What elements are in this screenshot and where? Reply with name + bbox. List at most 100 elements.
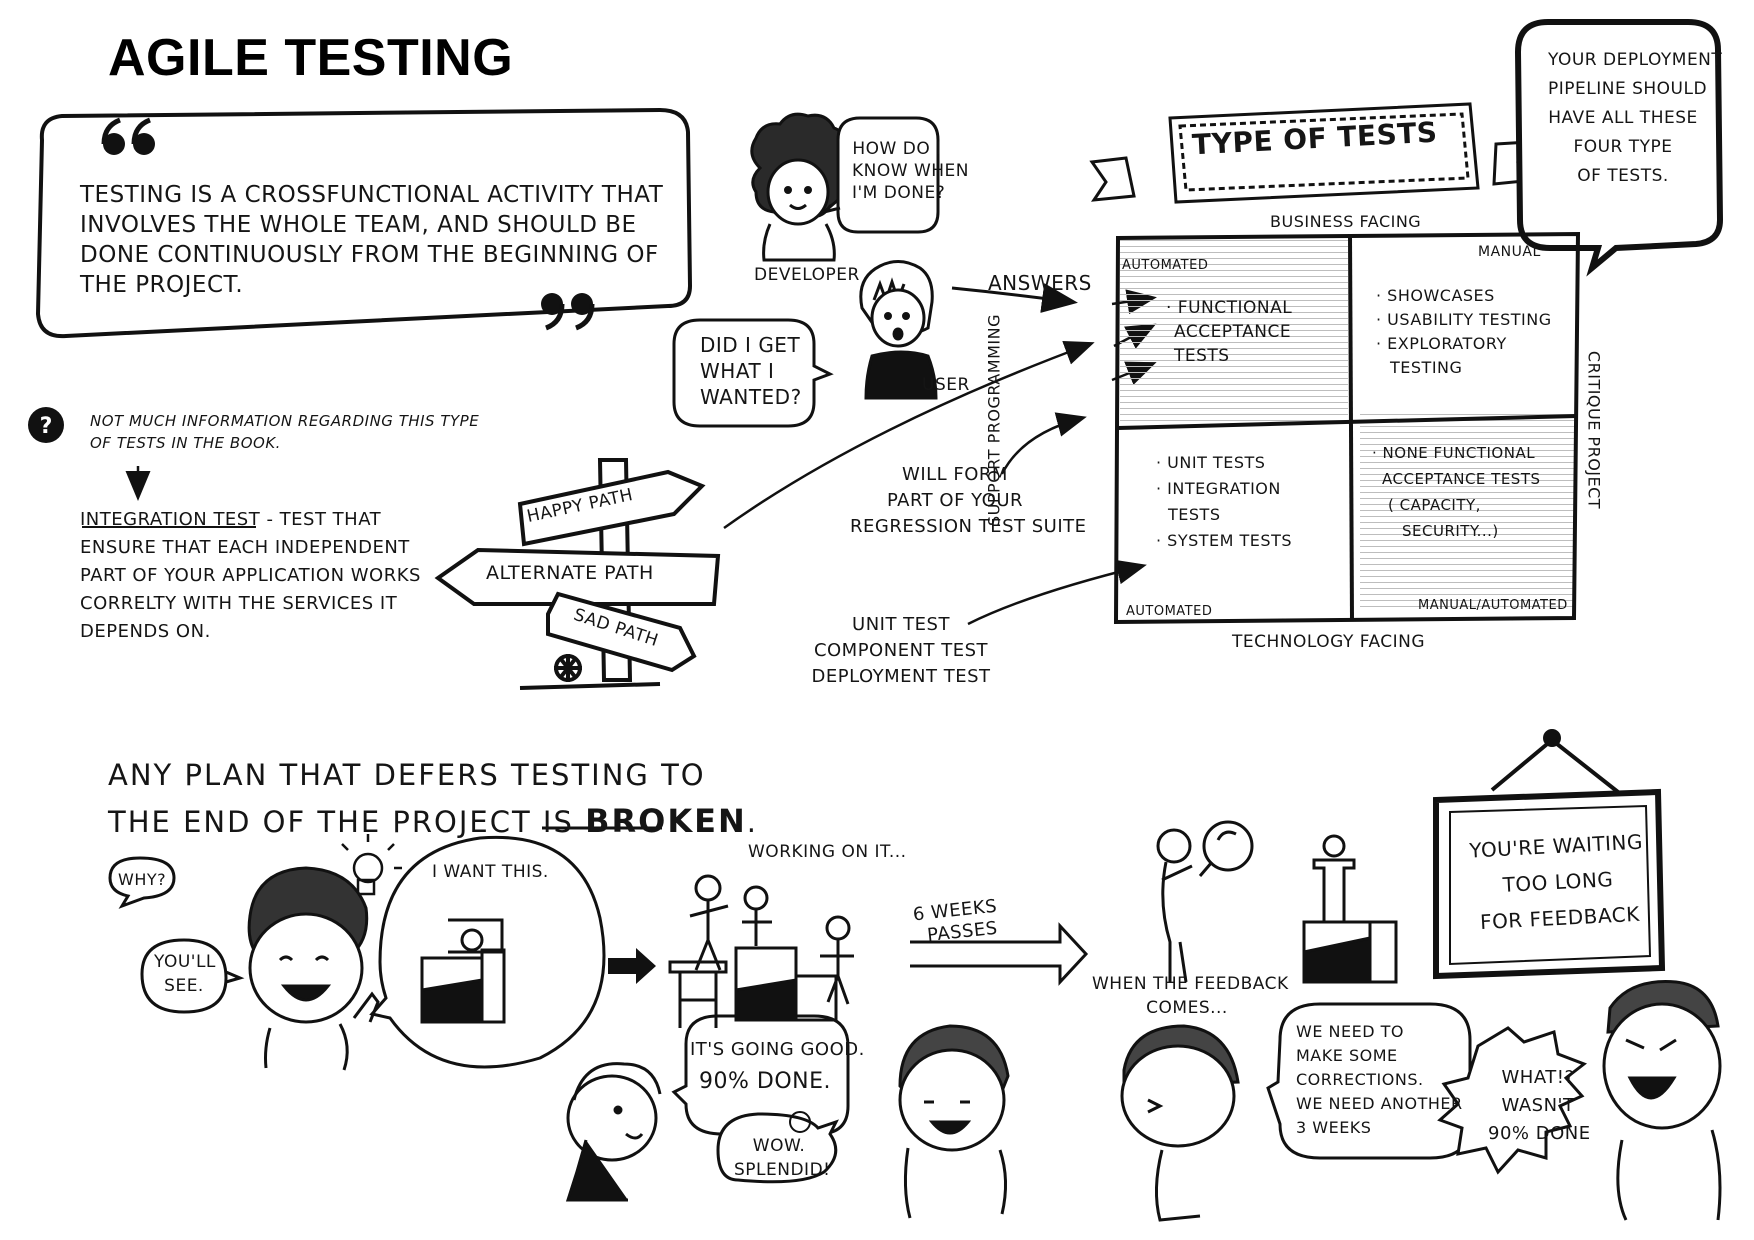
character-presenter: [247, 866, 380, 1071]
youll-see-text: YOU'LL SEE.: [154, 950, 216, 998]
feedback-comes-text: WHEN THE FEEDBACK COMES...: [1092, 972, 1289, 1020]
going-good-bubble: [671, 1014, 850, 1136]
weeks-arrow: [910, 922, 1089, 986]
q1-tag: AUTOMATED: [1122, 258, 1209, 273]
quote-line: THE PROJECT.: [80, 272, 244, 298]
regression-arrow-2: [1000, 412, 1087, 475]
bubble-line: HOW DO I: [852, 139, 942, 159]
q3-items: · UNIT TESTS · INTEGRATION TESTS · SYSTE…: [1156, 450, 1292, 554]
what-text: WHAT!? WASN'T 90% DONE: [1488, 1064, 1591, 1148]
broken-word: BROKEN: [585, 802, 747, 840]
integration-term: INTEGRATION TEST: [80, 509, 261, 530]
flower-icon: [789, 1111, 812, 1133]
note-text: NOT MUCH INFORMATION REGARDING THIS TYPE…: [90, 410, 479, 454]
axis-left: SUPPORT PROGRAMMING: [984, 314, 1004, 526]
magnifier-icon: [1216, 830, 1237, 841]
splendid-line: WOW.: [752, 1136, 806, 1156]
svg-text:?: ?: [40, 414, 53, 439]
regression-arrow: [723, 340, 1095, 530]
why-text: WHY?: [118, 870, 167, 889]
quadrant-chart: [1113, 231, 1581, 625]
bubble-line: WANTED?: [700, 385, 802, 409]
corrections-line: CORRECTIONS.: [1296, 1070, 1424, 1089]
axis-top: BUSINESS FACING: [1270, 212, 1422, 231]
working-text: WORKING ON IT...: [748, 842, 907, 862]
youll-see-line: SEE.: [164, 976, 204, 996]
q2-item: TESTING: [1390, 358, 1463, 377]
note-line: OF TESTS IN THE BOOK.: [90, 434, 281, 452]
integration-line: CORRELTY WITH THE SERVICES IT: [80, 593, 398, 614]
going-good-line: 90% DONE.: [699, 1069, 831, 1094]
splendid-line: SPLENDID!: [734, 1160, 831, 1180]
q3-item: TESTS: [1168, 505, 1221, 524]
quote-line: DONE CONTINUOUSLY FROM THE BEGINNING OF: [80, 242, 659, 268]
feedback-comes-line: WHEN THE FEEDBACK: [1092, 974, 1289, 994]
character-developer-happy: [898, 1024, 1010, 1219]
user-bubble: [672, 318, 834, 428]
want-this-text: I WANT THIS.: [432, 862, 549, 882]
q1-items: · FUNCTIONAL ACCEPTANCE TESTS: [1166, 296, 1292, 368]
what-bubble: [1437, 1026, 1588, 1175]
corrections-line: MAKE SOME: [1296, 1046, 1398, 1065]
q2-tag: MANUAL: [1478, 244, 1541, 260]
note-line: NOT MUCH INFORMATION REGARDING THIS TYPE: [90, 412, 480, 430]
corrections-line: WE NEED ANOTHER: [1296, 1094, 1463, 1113]
quote-open-icon: [101, 117, 155, 155]
unit-line: DEPLOYMENT TEST: [811, 666, 991, 687]
integration-first: - TEST THAT: [260, 509, 382, 530]
q4-item: · NONE FUNCTIONAL: [1372, 444, 1536, 462]
q4-item: ACCEPTANCE TESTS: [1382, 470, 1541, 488]
developer-bubble-text: HOW DO I KNOW WHEN I'M DONE?: [852, 138, 970, 204]
character-manager: [565, 1062, 662, 1202]
corrections-line: 3 WEEKS: [1296, 1118, 1372, 1137]
feedback-comes-line: COMES...: [1146, 998, 1228, 1018]
sign-alternate: ALTERNATE PATH: [486, 562, 654, 584]
youll-see-bubble: [140, 938, 245, 1014]
axis-right: CRITIQUE PROJECT: [1584, 350, 1604, 510]
character-reviewer: [1120, 1024, 1240, 1222]
character-angry: [1602, 980, 1722, 1221]
going-good-text: IT'S GOING GOOD. 90% DONE.: [690, 1034, 865, 1098]
going-good-line: IT'S GOING GOOD.: [690, 1039, 865, 1060]
q2-item: · EXPLORATORY: [1376, 334, 1507, 353]
weeks-text: 6 WEEKS PASSES: [912, 896, 1001, 949]
quote-line: TESTING IS A CROSSFUNCTIONAL ACTIVITY TH…: [80, 182, 664, 208]
developer-label: DEVELOPER: [754, 265, 860, 285]
plan-line-2-prefix: THE END OF THE PROJECT IS: [108, 805, 586, 839]
q2-items: · SHOWCASES · USABILITY TESTING · EXPLOR…: [1376, 284, 1552, 380]
unit-line: COMPONENT TEST: [813, 640, 989, 661]
regression-line: PART OF YOUR: [886, 490, 1024, 511]
why-bubble: [108, 856, 176, 909]
answers-label: ANSWERS: [988, 271, 1092, 295]
splendid-bubble: [716, 1112, 839, 1184]
frame-text: YOU'RE WAITING TOO LONG FOR FEEDBACK: [1465, 823, 1650, 940]
q3-item: · UNIT TESTS: [1156, 453, 1266, 472]
what-line: 90% DONE: [1488, 1123, 1591, 1144]
answers-arrow: [951, 283, 1078, 313]
deployment-bubble: [1514, 19, 1724, 277]
deployment-line: FOUR TYPE: [1573, 137, 1673, 157]
light-bulb-icon: [341, 834, 402, 896]
bubble-line: I'M DONE?: [852, 183, 946, 203]
q2-item: · SHOWCASES: [1376, 286, 1495, 305]
developer-bubble: [823, 116, 940, 234]
bubble-line: KNOW WHEN: [852, 161, 970, 181]
integration-definition: INTEGRATION TEST - TEST THAT ENSURE THAT…: [80, 506, 421, 646]
product-machine: [420, 918, 506, 1024]
corrections-line: WE NEED TO: [1296, 1022, 1404, 1041]
quote-box: [35, 107, 693, 339]
what-line: WASN'T: [1501, 1095, 1575, 1116]
quote-close-icon: [541, 293, 595, 331]
youll-see-line: YOU'LL: [154, 952, 216, 972]
unit-note: UNIT TEST COMPONENT TEST DEPLOYMENT TEST: [806, 612, 996, 690]
integration-line: PART OF YOUR APPLICATION WORKS: [80, 565, 421, 586]
developer-figure: [750, 112, 852, 262]
user-figure: [859, 260, 938, 400]
q4-item: SECURITY...): [1402, 522, 1499, 540]
regression-line: WILL FORM: [902, 464, 1008, 485]
regression-line: REGRESSION TEST SUITE: [850, 516, 1087, 537]
corrections-text: WE NEED TO MAKE SOME CORRECTIONS. WE NEE…: [1296, 1020, 1463, 1140]
quote-text: TESTING IS A CROSSFUNCTIONAL ACTIVITY TH…: [80, 180, 663, 300]
splendid-text: WOW. SPLENDID!: [734, 1134, 831, 1182]
q3-item: · INTEGRATION: [1156, 479, 1281, 498]
